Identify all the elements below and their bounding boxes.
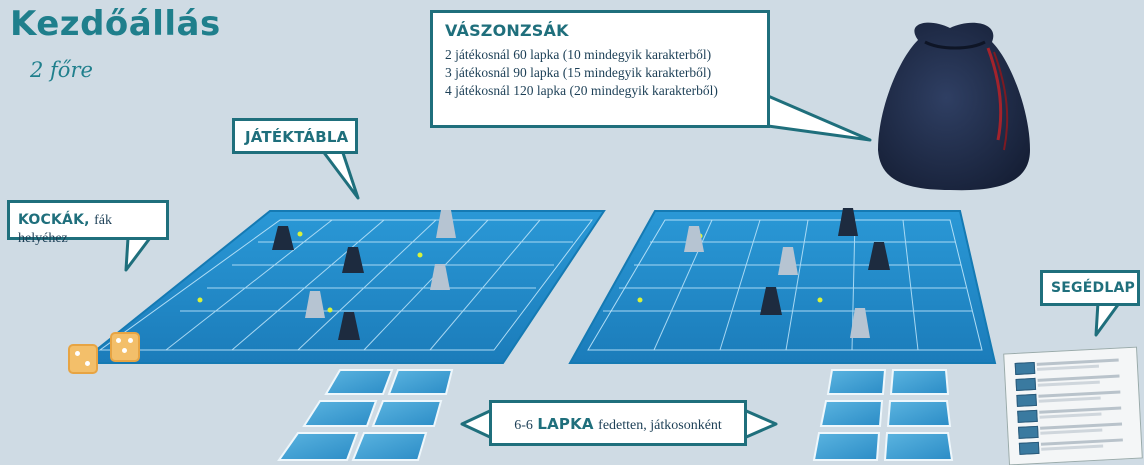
dice-callout-text: fák helyéhez xyxy=(18,213,112,246)
board-callout-label: JÁTÉKTÁBLA xyxy=(245,128,349,146)
canvas-bag-image xyxy=(878,22,1030,191)
bag-line-2-players: 2 játékosnál 60 lapka (10 mindegyik kara… xyxy=(445,47,712,62)
game-pieces-left xyxy=(272,210,456,340)
page-subtitle: 2 főre xyxy=(30,58,93,82)
sheet-callout: SEGÉDLAP xyxy=(1040,270,1140,306)
helper-sheet-image xyxy=(1003,346,1143,465)
tiles-left xyxy=(277,369,454,461)
tiles-callout-prefix: 6-6 xyxy=(514,418,533,433)
game-pieces-right xyxy=(684,208,890,338)
bag-callout: VÁSZONZSÁK 2 játékosnál 60 lapka (10 min… xyxy=(430,10,770,128)
dice-callout: KOCKÁK, fák helyéhez xyxy=(7,200,169,246)
tiles-right xyxy=(812,369,954,461)
tiles-callout: 6-6 LAPKA fedetten, játkosonként xyxy=(489,400,747,446)
die-right xyxy=(110,332,140,362)
bag-line-4-players: 4 játékosnál 120 lapka (20 mindegyik kar… xyxy=(445,83,718,98)
sheet-callout-label: SEGÉDLAP xyxy=(1051,280,1135,296)
bag-line-3-players: 3 játékosnál 90 lapka (15 mindegyik kara… xyxy=(445,65,712,80)
game-board-left xyxy=(77,210,606,364)
page-title: Kezdőállás xyxy=(10,4,221,44)
tiles-callout-bold: LAPKA xyxy=(537,415,594,433)
board-callout: JÁTÉKTÁBLA xyxy=(232,118,358,154)
die-left xyxy=(68,344,98,374)
bag-callout-title: VÁSZONZSÁK xyxy=(445,21,569,40)
dice-callout-bold: KOCKÁK, xyxy=(18,212,90,228)
game-board-right xyxy=(568,210,997,364)
tiles-callout-text: fedetten, játkosonként xyxy=(598,418,722,433)
